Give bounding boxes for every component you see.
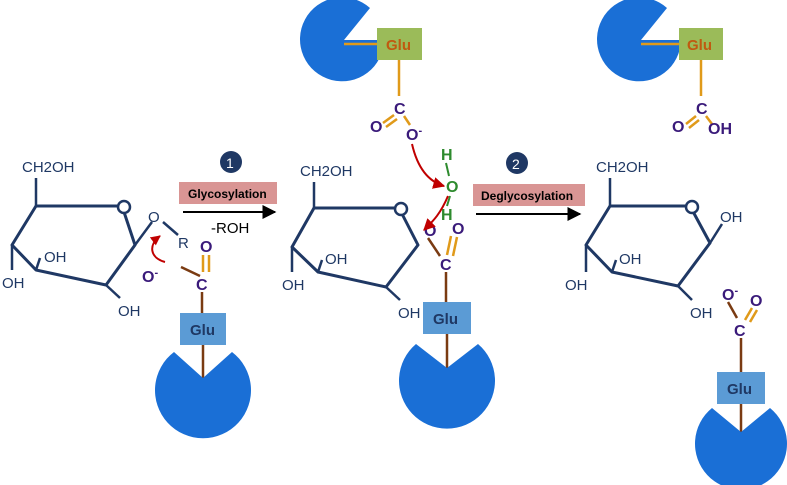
oh-label: OH	[282, 277, 305, 294]
ester-o-label: O	[424, 223, 436, 240]
r-group-label: R	[178, 235, 189, 252]
ch2oh-label: CH2OH	[300, 163, 353, 180]
glycosidic-o-label: O	[148, 209, 160, 226]
product-sugar: CH2OH OH OH OH OH	[565, 159, 743, 322]
oh-label: OH	[398, 305, 421, 322]
oh-label: OH	[325, 251, 348, 268]
step-1: 1 Glycosylation -ROH	[179, 151, 277, 237]
enzyme-pacman-icon	[399, 344, 496, 429]
oh-label: OH	[619, 251, 642, 268]
enzyme-pacman-icon	[155, 352, 252, 439]
glu-box	[180, 313, 226, 345]
water-h-label: H	[441, 147, 453, 164]
water-molecule: H O H	[411, 143, 458, 231]
water-h-label: H	[441, 207, 453, 224]
enzyme-pacman-icon	[300, 0, 384, 82]
carbonyl-o-label: O	[750, 293, 762, 310]
carboxyl-c-label: C	[394, 101, 406, 118]
step-label: Glycosylation	[188, 187, 267, 201]
enzyme-pacman-icon	[695, 408, 787, 485]
released-nucleophile-enzyme: O- O C Glu	[695, 285, 787, 485]
o-minus-label: O-	[722, 285, 738, 304]
oh-label: OH	[44, 249, 67, 266]
glu-label: Glu	[727, 381, 752, 398]
oh-label: OH	[690, 305, 713, 322]
enzyme-pacman-icon	[597, 0, 681, 82]
regenerated-acid-enzyme: Glu C O OH	[597, 0, 732, 138]
step-number-badge	[220, 151, 242, 173]
hydroxyl-label: OH	[708, 121, 732, 138]
glu-box	[423, 302, 471, 334]
water-o-label: O	[446, 179, 458, 196]
carbonyl-o-label: O	[200, 239, 212, 256]
oh-label: OH	[720, 209, 743, 226]
step-label-box	[473, 184, 585, 206]
ring-oxygen	[116, 199, 132, 215]
carboxyl-c-label: C	[734, 323, 746, 340]
ch2oh-label: CH2OH	[596, 159, 649, 176]
substrate-sugar: CH2OH O R OH OH OH O- O C Glu	[2, 159, 252, 439]
carbonyl-o-label: O	[370, 119, 382, 136]
step-label-box	[179, 182, 277, 204]
glu-label: Glu	[687, 37, 712, 54]
step-number: 1	[226, 155, 234, 171]
oh-label: OH	[2, 275, 25, 292]
intermediate-sugar: CH2OH OH OH OH O O C Glu	[282, 163, 496, 429]
step-number: 2	[512, 156, 520, 172]
nucleophilic-attack-arrow	[149, 235, 166, 263]
step-sublabel: -ROH	[211, 220, 249, 237]
carbonyl-o-label: O	[452, 221, 464, 238]
o-minus-label: O-	[406, 125, 422, 144]
glu-box	[679, 28, 723, 60]
glu-box	[377, 28, 422, 60]
carbonyl-o-label: O	[672, 119, 684, 136]
step-label: Deglycosylation	[481, 189, 573, 203]
o-minus-label: O-	[142, 267, 158, 286]
step-number-badge	[506, 152, 528, 174]
step-2: 2 Deglycosylation	[473, 152, 585, 221]
general-base-enzyme: Glu C O O-	[300, 0, 422, 144]
water-attack-arrow	[423, 195, 449, 231]
ring-oxygen	[684, 199, 700, 215]
glu-label: Glu	[190, 322, 215, 339]
carboxyl-c-label: C	[196, 277, 208, 294]
carboxyl-c-label: C	[696, 101, 708, 118]
glu-box	[717, 372, 765, 404]
glu-label: Glu	[386, 37, 411, 54]
ch2oh-label: CH2OH	[22, 159, 75, 176]
proton-abstraction-arrow	[411, 143, 446, 189]
carboxyl-c-label: C	[440, 257, 452, 274]
glu-label: Glu	[433, 311, 458, 328]
ring-oxygen	[393, 201, 409, 217]
oh-label: OH	[118, 303, 141, 320]
oh-label: OH	[565, 277, 588, 294]
